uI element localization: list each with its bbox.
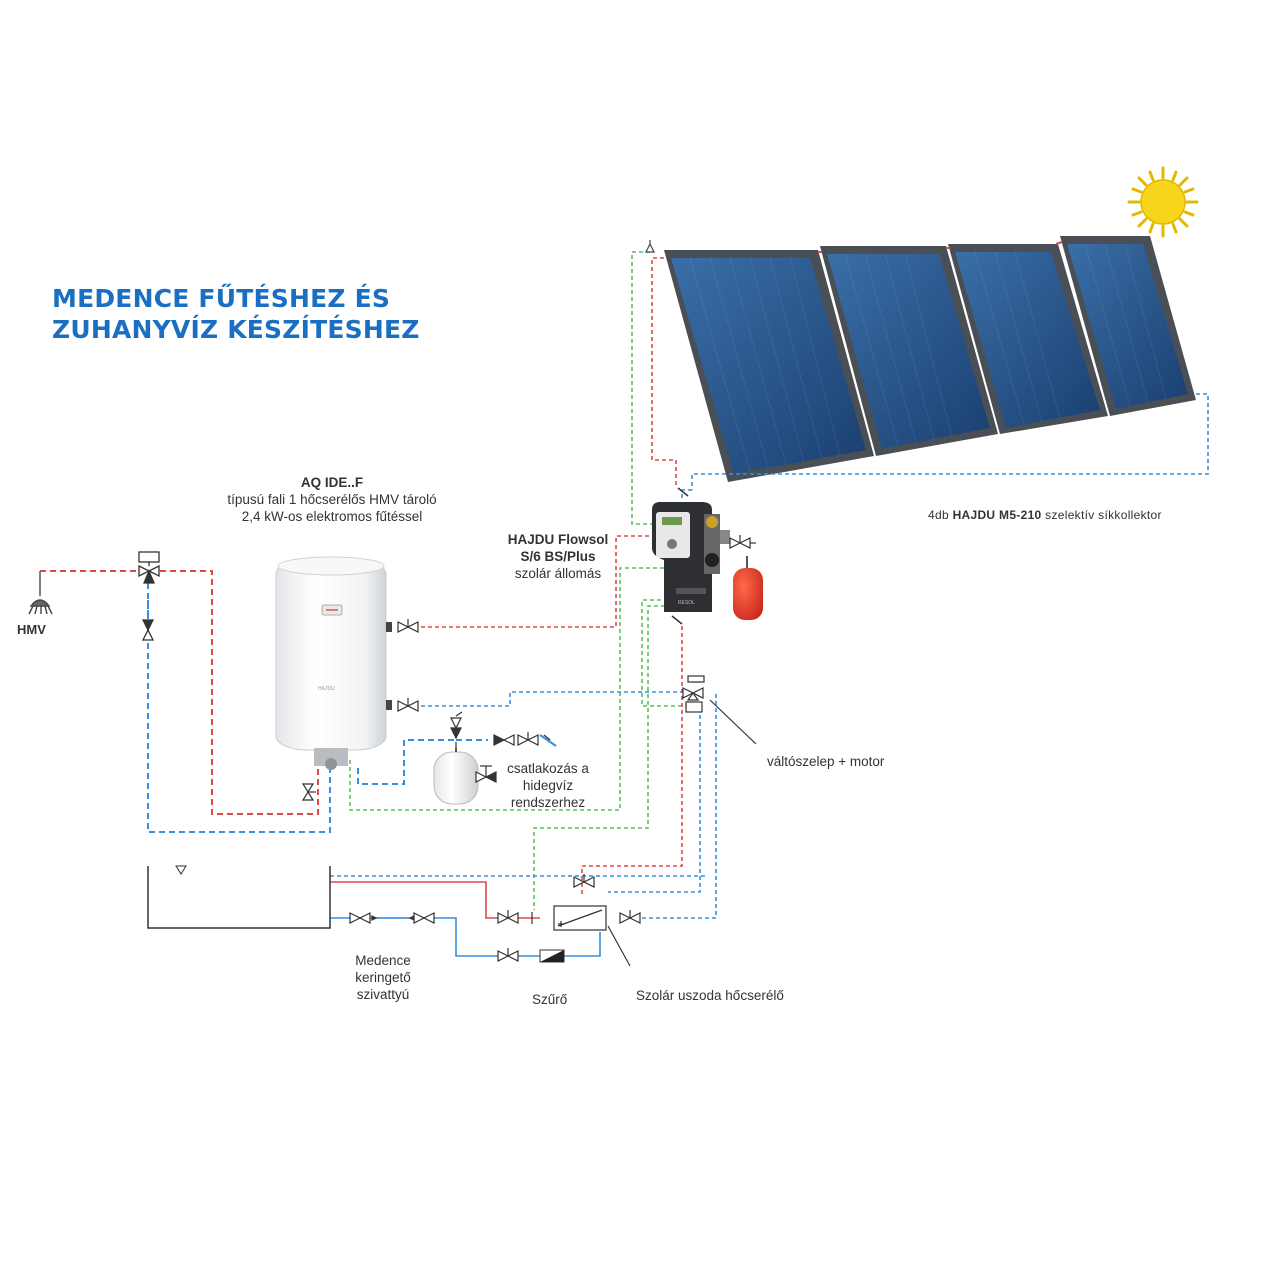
safety-valve-group	[450, 711, 557, 750]
boiler-model: AQ IDE..F	[300, 475, 364, 490]
filter-icon	[539, 949, 565, 963]
pool-pump-line-3: szivattyú	[356, 987, 410, 1002]
solar-collector-2	[820, 246, 998, 456]
collector-label: 4db HAJDU M5-210 szelektív síkkollektor	[928, 507, 1162, 523]
filter-label: Szűrő	[532, 992, 568, 1007]
pool-valves	[349, 874, 641, 962]
solar-collector-1	[664, 250, 874, 482]
boiler-label: AQ IDE..F típusú fali 1 hőcserélős HMV t…	[192, 474, 472, 525]
cold-water-label: csatlakozás a hidegvíz rendszerhez	[486, 760, 610, 811]
solar-collector-4	[1060, 236, 1196, 416]
cold-water-line-1: csatlakozás a	[507, 761, 589, 776]
station-desc: szolár állomás	[514, 566, 602, 581]
shower-icon	[28, 599, 53, 615]
pool-basin	[147, 865, 331, 929]
collector-prefix: 4db	[928, 508, 953, 522]
valve-motor-label: váltószelep + motor	[767, 754, 885, 769]
station-brand-mark: RESOL	[678, 600, 695, 606]
cold-water-line-2: hidegvíz	[522, 778, 574, 793]
collector-brand: HAJDU M5-210	[952, 508, 1042, 522]
switching-valve-motor	[682, 675, 757, 745]
station-label: HAJDU Flowsol S/6 BS/Plus szolár állomás	[486, 531, 630, 582]
expansion-vessel-cold	[433, 748, 479, 805]
station-name-1: HAJDU Flowsol	[507, 532, 609, 547]
solar-collector-3	[948, 244, 1108, 434]
title-line-1: MEDENCE FŰTÉSHEZ ÉS	[52, 284, 391, 313]
check-valve-hmv	[141, 619, 155, 641]
station-valve	[720, 535, 756, 549]
heat-exchanger-label: Szolár uszoda hőcserélő	[636, 988, 784, 1003]
hmv-pipes	[40, 570, 488, 833]
pressure-reducer	[475, 765, 497, 783]
air-vent-icon	[645, 240, 655, 253]
solar-loop-pipes	[349, 251, 1209, 919]
boiler-tank: HAJDU	[275, 556, 392, 770]
solar-station: RESOL	[652, 487, 730, 625]
pool-pump-label: Medence keringető szivattyú	[330, 952, 436, 1003]
title-line-2: ZUHANYVÍZ KÉSZÍTÉSHEZ	[52, 315, 420, 344]
station-name-2: S/6 BS/Plus	[520, 549, 596, 564]
boiler-desc-1: típusú fali 1 hőcserélős HMV tároló	[227, 492, 437, 507]
solar-collectors	[664, 236, 1196, 482]
heat-exchanger-icon	[553, 905, 631, 967]
hmv-label: HMV	[17, 622, 46, 637]
page-title: MEDENCE FŰTÉSHEZ ÉS ZUHANYVÍZ KÉSZÍTÉSHE…	[52, 283, 420, 345]
sun-icon	[1127, 166, 1199, 238]
boiler-brand-mark: HAJDU	[318, 686, 335, 692]
thermostatic-mixing-valve	[138, 551, 160, 584]
solar-expansion-vessel	[733, 556, 763, 620]
boiler-valves	[301, 619, 419, 801]
cold-water-line-3: rendszerhez	[510, 795, 586, 810]
pool-pump-line-2: keringető	[355, 970, 411, 985]
collector-suffix: szelektív síkkollektor	[1041, 508, 1162, 522]
pool-pump-line-1: Medence	[355, 953, 411, 968]
boiler-desc-2: 2,4 kW-os elektromos fűtéssel	[241, 509, 423, 524]
